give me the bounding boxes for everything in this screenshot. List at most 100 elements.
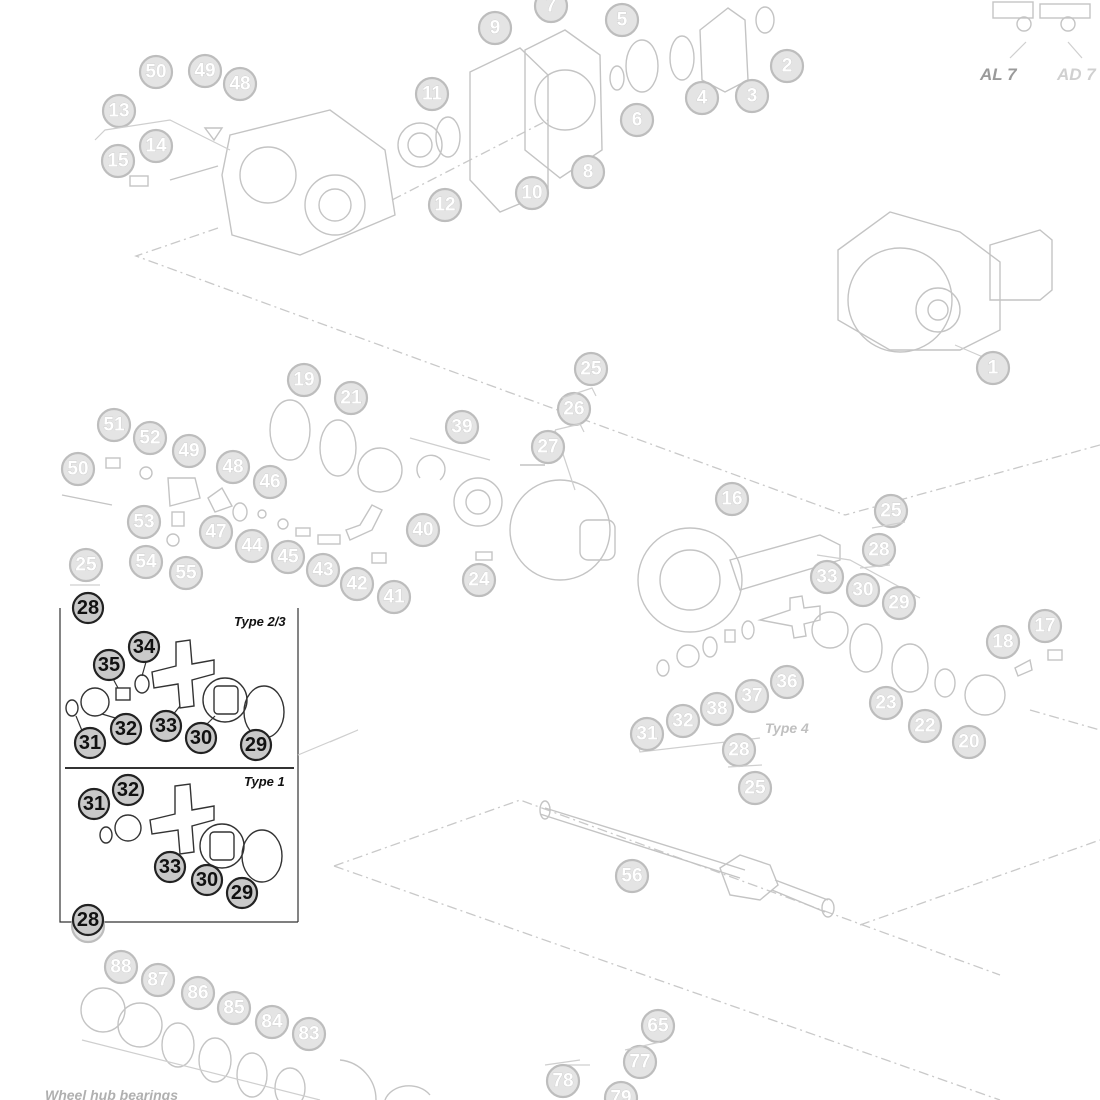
svg-text:15: 15 xyxy=(107,151,129,172)
callout-36: 36 xyxy=(769,664,805,700)
inset-callout-28-bottom: 28 xyxy=(71,903,105,937)
callout-48-a: 48 xyxy=(222,66,258,102)
callout-25-b: 25 xyxy=(873,493,909,529)
svg-text:30: 30 xyxy=(190,727,212,749)
svg-text:88: 88 xyxy=(110,957,131,978)
inset-callout-31-b: 31 xyxy=(77,787,111,821)
svg-text:77: 77 xyxy=(629,1052,650,1073)
svg-text:85: 85 xyxy=(223,998,245,1019)
svg-text:42: 42 xyxy=(346,574,367,595)
wheel-hub-parts: Wheel hub bearings xyxy=(45,987,590,1100)
callout-25-c: 25 xyxy=(68,547,104,583)
svg-text:47: 47 xyxy=(205,522,226,543)
callout-55: 55 xyxy=(168,555,204,591)
inset-callout-29-b: 29 xyxy=(225,876,259,910)
svg-text:12: 12 xyxy=(434,195,455,216)
callout-10: 10 xyxy=(514,175,550,211)
svg-text:22: 22 xyxy=(914,716,935,737)
callout-19: 19 xyxy=(286,362,322,398)
svg-text:13: 13 xyxy=(108,101,129,122)
callout-38: 38 xyxy=(699,691,735,727)
svg-text:28: 28 xyxy=(77,909,99,931)
svg-text:79: 79 xyxy=(610,1088,631,1100)
inset-type-1-label: Type 1 xyxy=(244,774,285,789)
callout-30: 30 xyxy=(845,572,881,608)
callout-24: 24 xyxy=(461,562,497,598)
callout-48-b: 48 xyxy=(215,449,251,485)
svg-text:37: 37 xyxy=(741,686,762,707)
svg-text:36: 36 xyxy=(776,672,797,693)
callout-25-d: 25 xyxy=(737,770,773,806)
callout-18: 18 xyxy=(985,624,1021,660)
svg-text:83: 83 xyxy=(298,1024,319,1045)
inset-callout-29-a: 29 xyxy=(239,728,273,762)
callout-8: 8 xyxy=(570,154,606,190)
wheel-hub-bearings-label: Wheel hub bearings xyxy=(45,1087,178,1100)
callout-1: 1 xyxy=(975,350,1011,386)
svg-text:56: 56 xyxy=(621,866,642,887)
svg-text:11: 11 xyxy=(422,84,443,105)
callout-13: 13 xyxy=(101,93,137,129)
svg-text:5: 5 xyxy=(617,10,628,31)
callout-47: 47 xyxy=(198,514,234,550)
callout-52: 52 xyxy=(132,420,168,456)
svg-text:25: 25 xyxy=(880,501,902,522)
svg-text:52: 52 xyxy=(139,428,160,449)
inset-callout-33-a: 33 xyxy=(149,709,183,743)
callout-40: 40 xyxy=(405,512,441,548)
svg-text:26: 26 xyxy=(563,399,584,420)
callout-14: 14 xyxy=(138,128,174,164)
svg-text:31: 31 xyxy=(636,724,658,745)
callout-21: 21 xyxy=(333,380,369,416)
svg-text:50: 50 xyxy=(67,459,88,480)
callout-86: 86 xyxy=(180,975,216,1011)
callout-28-a: 28 xyxy=(861,532,897,568)
svg-text:29: 29 xyxy=(231,882,253,904)
callout-65: 65 xyxy=(640,1008,676,1044)
svg-text:87: 87 xyxy=(147,970,168,991)
callout-49-b: 49 xyxy=(171,433,207,469)
svg-text:54: 54 xyxy=(135,552,157,573)
callout-31: 31 xyxy=(629,716,665,752)
callout-12: 12 xyxy=(427,187,463,223)
svg-text:78: 78 xyxy=(552,1071,573,1092)
callout-83: 83 xyxy=(291,1016,327,1052)
svg-text:49: 49 xyxy=(194,61,215,82)
callout-2: 2 xyxy=(769,48,805,84)
type-4-label: Type 4 xyxy=(765,720,809,736)
svg-text:29: 29 xyxy=(245,734,267,756)
svg-text:32: 32 xyxy=(672,711,693,732)
svg-text:27: 27 xyxy=(537,437,558,458)
inset-type-2-3-label: Type 2/3 xyxy=(234,614,286,629)
callout-79: 79 xyxy=(603,1080,639,1100)
callout-50-b: 50 xyxy=(60,451,96,487)
svg-text:6: 6 xyxy=(632,110,643,131)
callout-3: 3 xyxy=(734,78,770,114)
svg-text:18: 18 xyxy=(992,632,1013,653)
svg-text:28: 28 xyxy=(728,740,749,761)
callout-42: 42 xyxy=(339,566,375,602)
svg-text:8: 8 xyxy=(583,162,594,183)
svg-text:19: 19 xyxy=(293,370,314,391)
inset-callout-32-b: 32 xyxy=(111,773,145,807)
callout-56: 56 xyxy=(614,858,650,894)
svg-text:40: 40 xyxy=(412,520,433,541)
callout-49-a: 49 xyxy=(187,53,223,89)
svg-text:14: 14 xyxy=(145,136,167,157)
svg-text:49: 49 xyxy=(178,441,199,462)
callout-32: 32 xyxy=(665,703,701,739)
callout-15: 15 xyxy=(100,143,136,179)
callout-54: 54 xyxy=(128,544,164,580)
svg-text:28: 28 xyxy=(868,540,889,561)
svg-text:44: 44 xyxy=(241,536,263,557)
svg-text:32: 32 xyxy=(117,779,139,801)
svg-text:23: 23 xyxy=(875,693,896,714)
svg-text:21: 21 xyxy=(340,388,362,409)
svg-text:53: 53 xyxy=(133,512,154,533)
callout-29: 29 xyxy=(881,585,917,621)
inset-callout-35: 35 xyxy=(92,648,126,682)
vehicle-label-ad7: AD 7 xyxy=(1056,65,1097,84)
svg-text:43: 43 xyxy=(312,560,333,581)
vehicle-thumbnail: AL 7 AD 7 xyxy=(979,1,1097,84)
